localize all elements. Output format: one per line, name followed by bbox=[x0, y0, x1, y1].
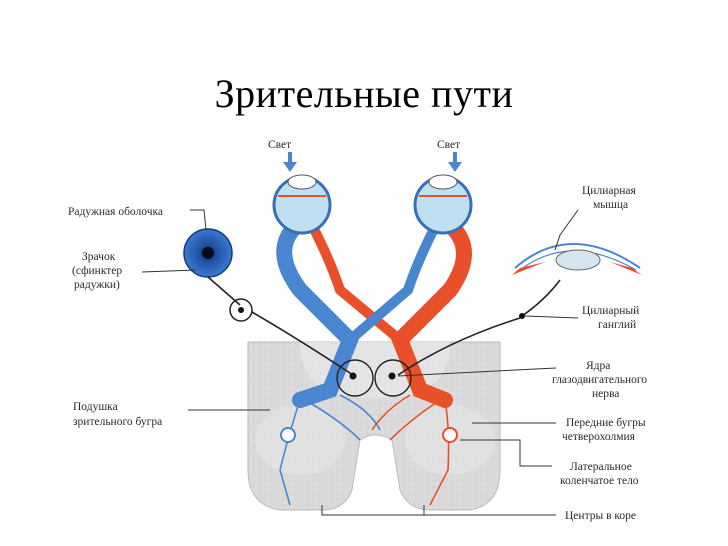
ganglion-dot-left bbox=[238, 307, 244, 313]
label-pupil-1: Зрачок bbox=[82, 251, 116, 263]
label-iris: Радужная оболочка bbox=[68, 206, 163, 218]
label-lgn-2: коленчатое тело bbox=[560, 475, 639, 487]
leader-lines bbox=[141, 209, 579, 516]
label-oculomotor-1: Ядра bbox=[586, 360, 610, 372]
label-ciliary-muscle-1: Цилиарная bbox=[582, 185, 636, 197]
label-colliculi-1: Передние бугры bbox=[566, 417, 646, 429]
label-oculomotor-2: глазодвигательного bbox=[552, 374, 647, 386]
lgn-left bbox=[280, 427, 296, 443]
optic-nerves bbox=[276, 217, 472, 408]
label-oculomotor-3: нерва bbox=[592, 388, 619, 400]
slide-title: Зрительные пути bbox=[214, 71, 514, 116]
nucleus-dot-right bbox=[388, 372, 396, 380]
label-pupil-2: (сфинктер bbox=[72, 265, 122, 277]
label-light-right: Свет bbox=[437, 139, 460, 151]
light-arrow-left-icon bbox=[283, 152, 297, 172]
label-pulvinar-1: Подушка bbox=[73, 401, 118, 413]
left-eyeball bbox=[272, 174, 332, 235]
label-ciliary-ganglion-1: Цилиарный bbox=[582, 305, 639, 317]
lgn-right bbox=[442, 427, 458, 443]
iris-illustration bbox=[183, 228, 233, 278]
label-ciliary-muscle-2: мышца bbox=[593, 199, 628, 211]
label-lgn-1: Латеральное bbox=[570, 461, 632, 473]
light-arrow-right-icon bbox=[448, 152, 462, 172]
lens-ciliary-illustration bbox=[512, 243, 642, 275]
label-pulvinar-2: зрительного бугра bbox=[73, 416, 162, 428]
reflex-pathway bbox=[207, 276, 561, 397]
label-colliculi-2: четверохолмия bbox=[562, 431, 636, 443]
ganglion-dot-right bbox=[519, 313, 525, 319]
label-ciliary-ganglion-2: ганглий bbox=[598, 319, 636, 331]
right-eyeball bbox=[413, 174, 473, 235]
label-cortex: Центры в коре bbox=[565, 510, 636, 522]
label-pupil-3: радужки) bbox=[74, 279, 120, 291]
nucleus-dot-left bbox=[349, 372, 357, 380]
label-light-left: Свет bbox=[268, 139, 291, 151]
